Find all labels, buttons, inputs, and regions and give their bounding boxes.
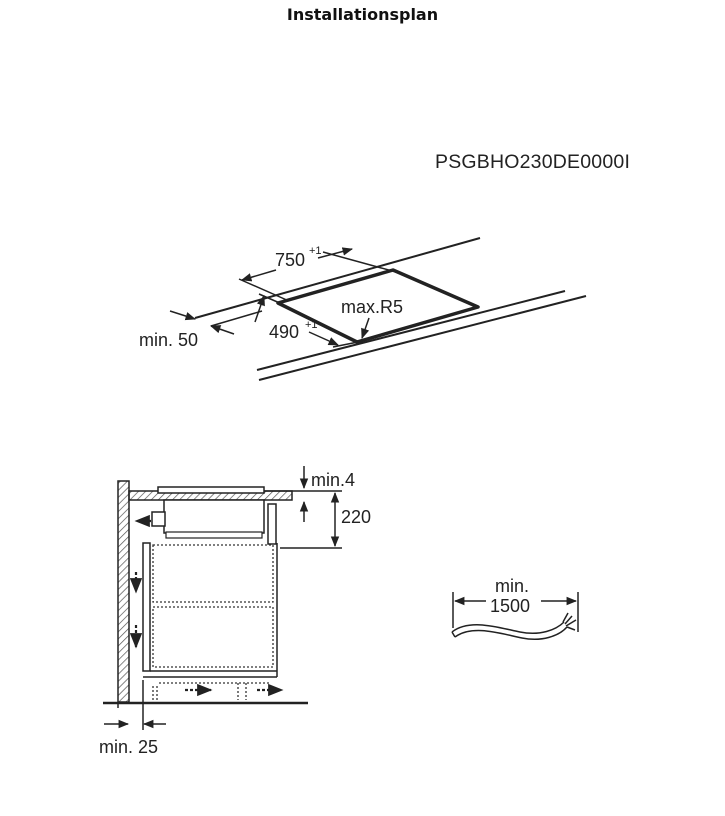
hob-fan-housing <box>151 511 166 527</box>
wall <box>117 480 130 703</box>
gap-label: min.4 <box>311 470 355 490</box>
worktop-back-edge <box>194 237 481 319</box>
depth-tolerance: +1 <box>305 319 318 331</box>
wall-distance-dimension <box>104 680 166 730</box>
cable <box>451 612 577 640</box>
model-code: PSGBHO230DE0000I <box>435 151 631 173</box>
hob-glass <box>157 486 265 494</box>
drawers <box>152 544 274 700</box>
wall-distance-label: min. 25 <box>99 737 158 757</box>
width-value: 750 <box>275 250 305 270</box>
cable-label-line2: 1500 <box>490 596 530 616</box>
hob-body <box>163 499 265 534</box>
front-rail <box>267 503 277 545</box>
cable-label-line1: min. <box>495 576 529 596</box>
depth-dimension <box>254 293 359 348</box>
worktop-front-edge-lower <box>258 295 587 381</box>
radius-label: max.R5 <box>341 297 403 317</box>
radius-arrow <box>361 317 370 339</box>
cutout-outline <box>276 268 480 344</box>
worktop-front-edge-upper <box>256 290 566 371</box>
height-dimension <box>264 466 342 549</box>
edge-distance-label: min. 50 <box>139 330 198 350</box>
height-label: 220 <box>341 507 371 527</box>
worktop-perspective <box>194 237 587 381</box>
page-title: Installationsplan <box>286 5 439 24</box>
cabinet <box>142 542 278 678</box>
depth-value: 490 <box>269 322 299 342</box>
cable-length-dimension <box>452 592 579 632</box>
width-dimension <box>238 247 397 302</box>
edge-distance-dimension <box>169 310 263 335</box>
hob-body-tray <box>165 531 263 539</box>
width-tolerance: +1 <box>309 245 322 257</box>
